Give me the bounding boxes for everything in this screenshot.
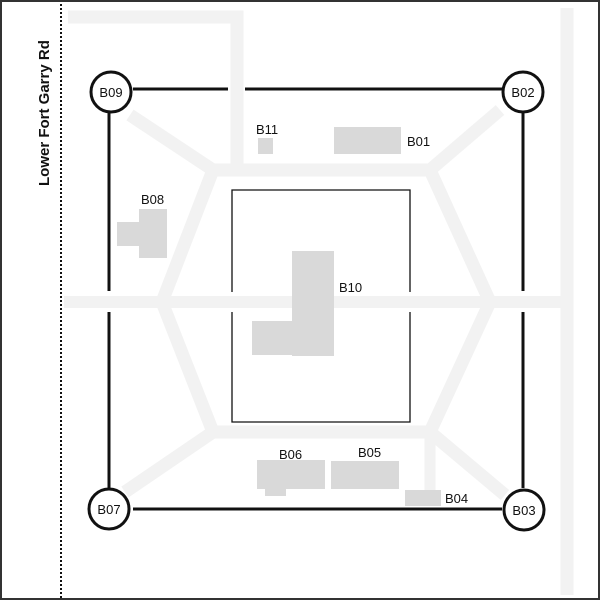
building-b11-label: B11: [256, 122, 279, 137]
node-b07-label: B07: [97, 502, 121, 517]
node-b09-label: B09: [99, 85, 123, 100]
buildings: [117, 127, 441, 506]
building-b10[interactable]: [252, 251, 334, 356]
node-b07-circle[interactable]: [87, 487, 131, 531]
building-b06-label: B06: [279, 447, 303, 462]
courtyard: [231, 189, 411, 423]
building-b04-label: B04: [445, 491, 469, 506]
building-b06[interactable]: [257, 460, 325, 496]
paths: [64, 8, 574, 595]
building-b08[interactable]: [117, 209, 167, 258]
path-top: [68, 10, 244, 170]
node-b03-label: B03: [512, 503, 536, 518]
node-b03-circle[interactable]: [502, 488, 546, 532]
building-b01[interactable]: [334, 127, 401, 154]
path-diag-se: [425, 427, 510, 500]
building-b10-label: B10: [339, 280, 363, 295]
path-diag-sw: [121, 426, 217, 498]
building-b01-label: B01: [407, 134, 431, 149]
node-b02-label: B02: [511, 85, 535, 100]
node-b09-circle[interactable]: [89, 70, 133, 114]
path-diag-ne: [425, 105, 505, 175]
building-b05[interactable]: [331, 461, 399, 489]
nodes: [87, 70, 546, 532]
node-b02-circle[interactable]: [501, 70, 545, 114]
path-diag-nw: [126, 109, 217, 176]
building-b05-label: B05: [358, 445, 382, 460]
building-b04[interactable]: [405, 490, 441, 506]
building-b08-label: B08: [141, 192, 165, 207]
road-label: Lower Fort Garry Rd: [36, 40, 53, 186]
boundary-lines: [107, 87, 525, 511]
building-b11[interactable]: [258, 138, 273, 154]
